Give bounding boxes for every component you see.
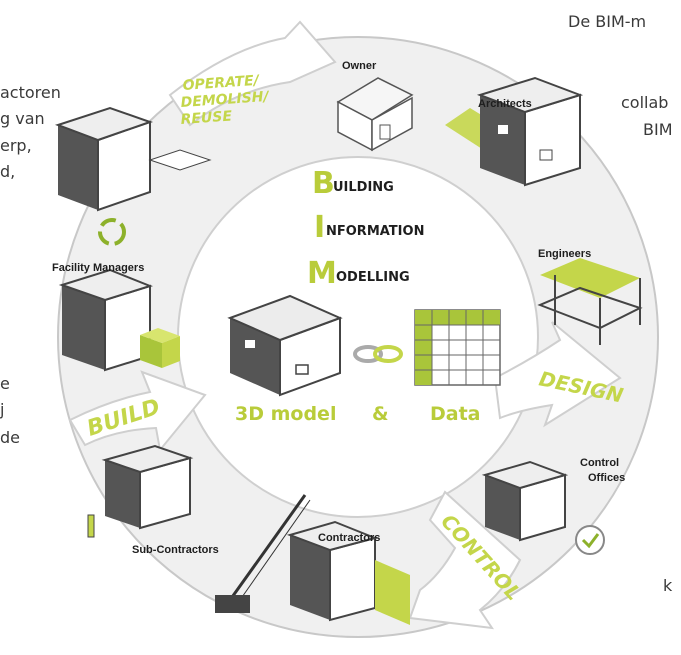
bim-rest-modelling: ODELLING xyxy=(336,270,410,285)
role-control-line-2: Offices xyxy=(588,472,625,484)
owner-house-icon xyxy=(336,77,414,152)
arrow-build xyxy=(68,370,207,453)
model-label: 3D model xyxy=(235,403,336,425)
link-icon xyxy=(353,345,403,363)
bim-rest-building: UILDING xyxy=(333,180,394,195)
ampersand-label: & xyxy=(372,403,389,425)
left-text-line-5: e xyxy=(0,374,10,393)
right-text-line-1: De BIM-m xyxy=(568,12,647,31)
operate-building-icon xyxy=(54,106,212,246)
role-facility-managers: Facility Managers xyxy=(52,262,144,274)
operate-label-1: OPERATE/ xyxy=(182,73,261,94)
contractors-building-icon xyxy=(215,494,410,625)
role-subcontractors: Sub-Contractors xyxy=(132,544,219,556)
left-text-line-2: g van xyxy=(0,109,45,128)
left-text-line-7: de xyxy=(0,428,20,447)
center-data-grid-icon xyxy=(414,309,501,386)
left-text-line-4: d, xyxy=(0,162,16,181)
role-engineers: Engineers xyxy=(538,248,591,260)
role-architects: Architects xyxy=(478,98,532,110)
control-building-icon xyxy=(481,460,605,555)
facility-building-icon xyxy=(58,268,180,372)
role-contractors: Contractors xyxy=(318,532,380,544)
arrow-design xyxy=(493,321,622,428)
right-text-line-2: collab xyxy=(621,93,669,112)
operate-label-3: REUSE xyxy=(180,108,233,128)
operate-label-2: DEMOLISH/ xyxy=(180,89,271,111)
role-owner: Owner xyxy=(342,60,377,72)
right-text-line-3: BIM xyxy=(643,120,673,139)
bim-cap-i: I xyxy=(314,210,325,245)
center-3d-model-icon xyxy=(227,294,343,397)
left-text-line-1: actoren xyxy=(0,83,61,102)
bim-title: B UILDING I NFORMATION M ODELLING xyxy=(307,166,424,291)
data-label: Data xyxy=(430,403,481,425)
bim-rest-information: NFORMATION xyxy=(326,224,424,239)
arrow-operate xyxy=(168,20,337,127)
right-text-line-4: k xyxy=(663,576,673,595)
bim-cap-b: B xyxy=(312,166,335,201)
left-text-line-3: erp, xyxy=(0,136,32,155)
arrow-control xyxy=(408,490,522,630)
role-control-line-1: Control xyxy=(580,457,619,469)
architects-building-icon xyxy=(445,76,584,187)
subcontractors-building-icon xyxy=(87,444,194,538)
bim-cap-m: M xyxy=(307,256,337,291)
engineers-frame-icon xyxy=(537,258,643,345)
left-text-line-6: j xyxy=(0,400,5,419)
